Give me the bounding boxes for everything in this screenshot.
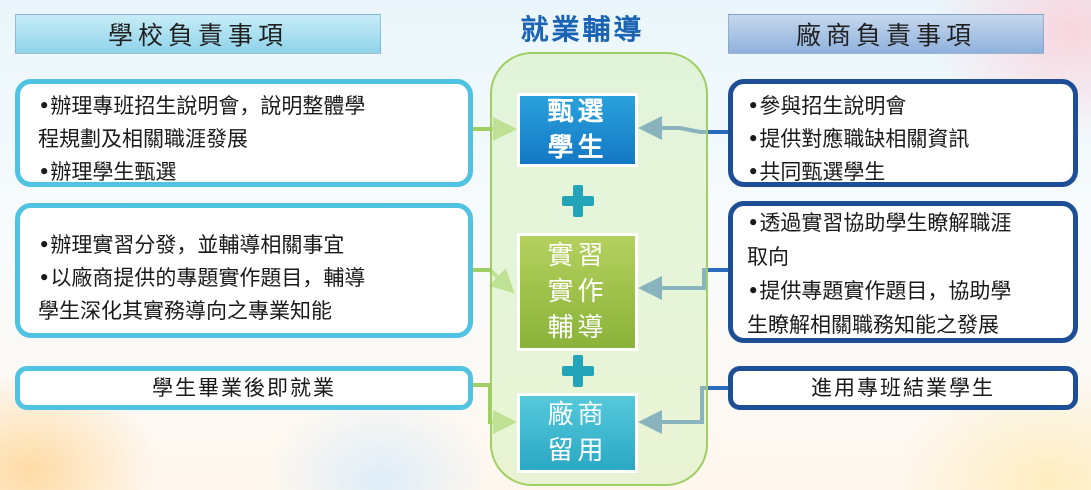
company-header: 廠商負責事項	[728, 14, 1044, 54]
school-header: 學校負責事項	[15, 14, 381, 54]
school-box-internship: •辦理實習分發，並輔導相關事宜 •以廠商提供的專題實作題目，輔導 學生深化其實務…	[15, 203, 473, 338]
step-internship-coaching-line: 實習	[547, 241, 608, 271]
company-box-recruit-line: •共同甄選學生	[747, 160, 886, 184]
step-company-retention: 廠商 留用	[517, 393, 638, 473]
company-box-internship-line: •提供專題實作題目，協助學	[747, 279, 1012, 303]
school-box-employment-text: 學生畢業後即就業	[152, 375, 336, 400]
step-internship-coaching: 實習 實作 輔導	[517, 233, 638, 351]
company-box-internship-line: 生瞭解相關職務知能之發展	[747, 313, 999, 337]
company-box-internship-line: •透過實習協助學生瞭解職涯	[747, 211, 1012, 235]
company-box-recruit-line: •提供對應職缺相關資訊	[747, 127, 970, 151]
step-select-students-line: 學生	[547, 133, 608, 163]
school-box-recruit: •辦理專班招生說明會，說明整體學 程規劃及相關職涯發展 •辦理學生甄選	[15, 79, 473, 187]
school-box-internship-line: 學生深化其實務導向之專業知能	[38, 299, 332, 323]
school-box-internship-line: •以廠商提供的專題實作題目，輔導	[38, 266, 366, 290]
step-select-students: 甄選 學生	[517, 93, 638, 167]
company-box-recruit: •參與招生說明會 •提供對應職缺相關資訊 •共同甄選學生	[728, 79, 1078, 187]
step-company-retention-line: 廠商	[547, 400, 608, 430]
school-box-internship-line: •辦理實習分發，並輔導相關事宜	[38, 233, 345, 257]
step-internship-coaching-line: 輔導	[547, 313, 608, 343]
company-box-internship-line: 取向	[747, 245, 789, 269]
company-box-internship: •透過實習協助學生瞭解職涯 取向 •提供專題實作題目，協助學 生瞭解相關職務知能…	[728, 201, 1078, 343]
company-box-employment: 進用專班結業學生	[728, 366, 1078, 410]
company-box-employment-text: 進用專班結業學生	[811, 375, 995, 400]
step-company-retention-line: 留用	[547, 436, 608, 466]
step-select-students-line: 甄選	[547, 97, 608, 127]
center-title: 就業輔導	[520, 13, 645, 46]
school-box-employment: 學生畢業後即就業	[15, 366, 473, 410]
school-box-recruit-line: 程規劃及相關職涯發展	[38, 127, 248, 151]
school-box-recruit-line: •辦理學生甄選	[38, 160, 177, 184]
plus-icon	[562, 355, 594, 387]
school-box-recruit-line: •辦理專班招生說明會，說明整體學	[38, 94, 366, 118]
company-box-recruit-line: •參與招生說明會	[747, 94, 907, 118]
plus-icon	[562, 185, 594, 217]
step-internship-coaching-line: 實作	[547, 277, 608, 307]
